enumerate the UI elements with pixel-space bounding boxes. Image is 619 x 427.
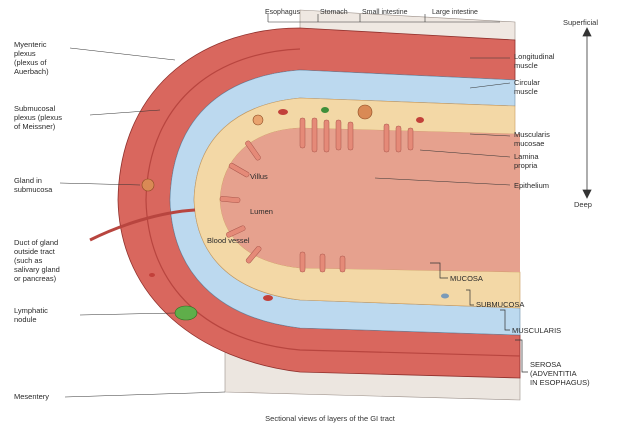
label-blood-vessel: Blood vessel xyxy=(207,236,250,245)
label-duct-of-gland: Duct of gland outside tract (such as sal… xyxy=(14,238,60,283)
axis-superficial: Superficial xyxy=(563,18,598,27)
gland-mucosa-icon xyxy=(358,105,372,119)
label-villus: Villus xyxy=(250,172,268,181)
label-myenteric-plexus: Myenteric plexus (plexus of Auerbach) xyxy=(14,40,49,76)
section-stomach: Stomach xyxy=(320,8,348,17)
section-large-intestine: Large intestine xyxy=(432,8,478,17)
lymphatic-nodule-icon xyxy=(175,306,197,320)
label-longitudinal-muscle: Longitudinal muscle xyxy=(514,52,554,70)
figure-caption: Sectional views of layers of the GI trac… xyxy=(200,414,460,423)
section-small-intestine: Small intestine xyxy=(362,8,408,17)
label-lamina-propria: Lamina propria xyxy=(514,152,539,170)
lumen-area xyxy=(220,128,520,272)
label-serosa: SEROSA (ADVENTITIA IN ESOPHAGUS) xyxy=(530,360,590,387)
label-circular-muscle: Circular muscle xyxy=(514,78,540,96)
label-mesentery: Mesentery xyxy=(14,392,49,401)
label-muscularis: MUSCULARIS xyxy=(512,326,561,335)
label-submucosal-plexus: Submucosal plexus (plexus of Meissner) xyxy=(14,104,62,131)
axis-deep: Deep xyxy=(574,200,592,209)
label-gland-submucosa: Gland in submucosa xyxy=(14,176,52,194)
label-epithelium: Epithelium xyxy=(514,181,549,190)
gland-submucosa-icon xyxy=(142,179,154,191)
depth-arrow xyxy=(583,28,591,198)
label-submucosa: SUBMUCOSA xyxy=(476,300,524,309)
label-lymphatic-nodule: Lymphatic nodule xyxy=(14,306,48,324)
label-mucosa: MUCOSA xyxy=(450,274,483,283)
label-muscularis-mucosae: Muscularis mucosae xyxy=(514,130,550,148)
label-lumen: Lumen xyxy=(250,207,273,216)
section-esophagus: Esophagus xyxy=(265,8,300,17)
